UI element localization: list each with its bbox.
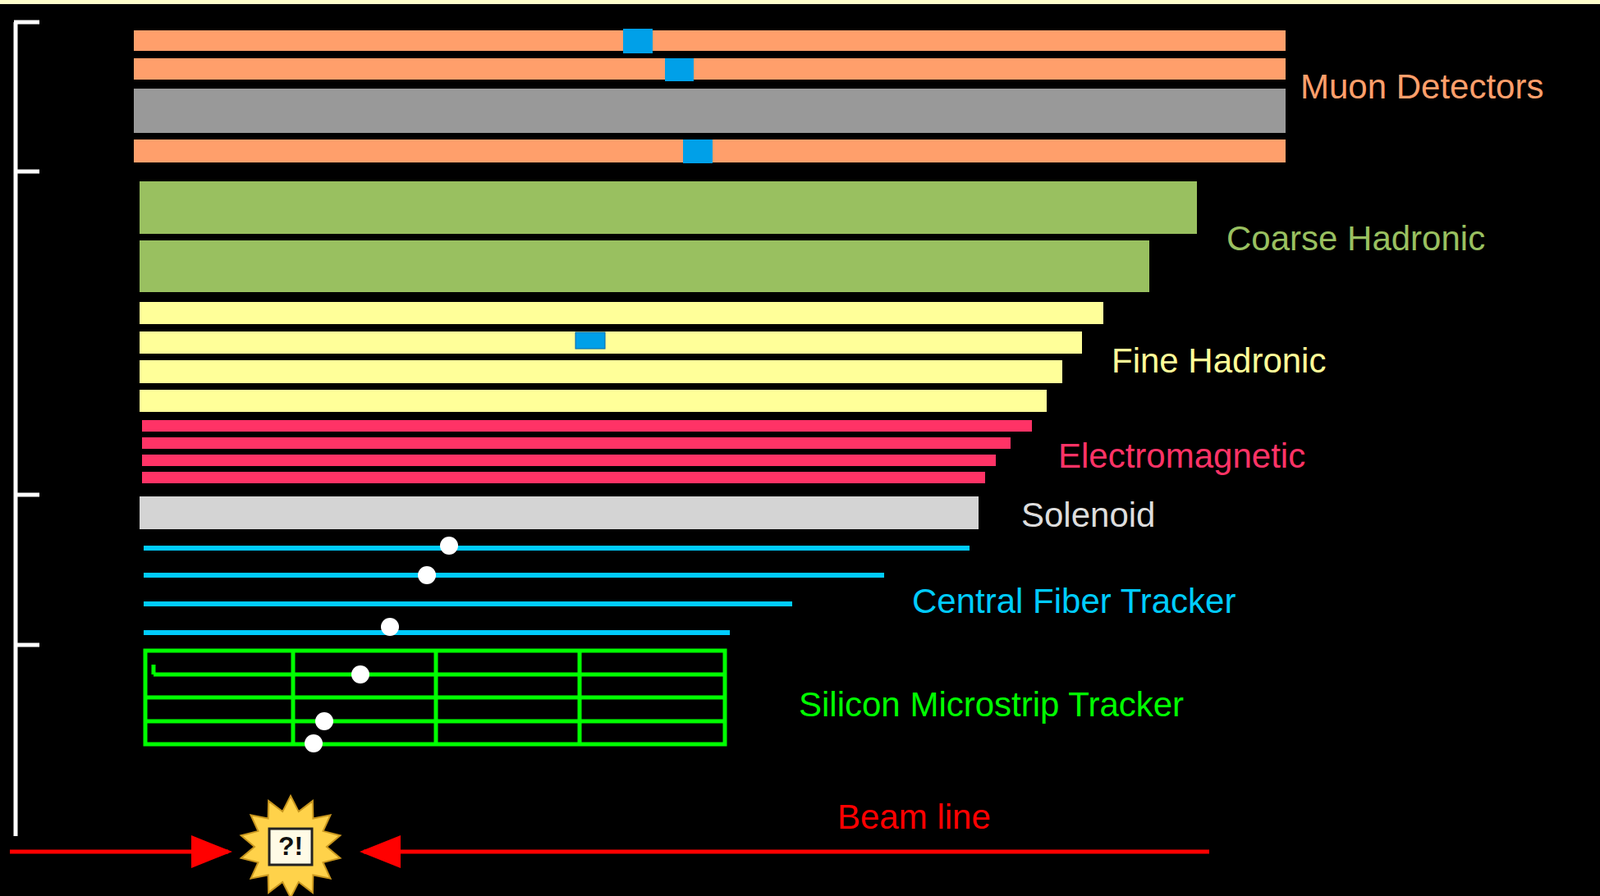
muon-iron (133, 88, 1286, 133)
burst-symbol: ?! (278, 832, 303, 862)
em-layer (142, 454, 996, 467)
section-label: Electromagnetic (1058, 437, 1306, 476)
fiber-layer (143, 601, 793, 607)
section-label: Solenoid (1021, 496, 1156, 535)
fine-hadronic-layer (139, 331, 1082, 354)
track-hit (380, 618, 399, 637)
muon-layer (133, 139, 1286, 163)
section-label: Fine Hadronic (1111, 342, 1326, 381)
track-hit (304, 734, 323, 753)
bracket-line (13, 22, 19, 837)
top-border (0, 0, 1600, 5)
solenoid (139, 496, 979, 530)
silicon-notch (151, 664, 156, 675)
section-bracket (13, 22, 40, 837)
fiber-layer (143, 573, 885, 578)
hit-marker (664, 58, 694, 82)
coarse-hadronic-layer (139, 240, 1150, 293)
em-layer (142, 472, 986, 484)
muon-layer (133, 30, 1286, 51)
track-hit (351, 665, 370, 684)
silicon-divider (577, 651, 583, 745)
bracket-tick (13, 20, 40, 25)
beam-label: Beam line (837, 798, 991, 837)
hit-marker (623, 28, 653, 54)
section-label: Silicon Microstrip Tracker (798, 686, 1184, 725)
track-hit (315, 712, 334, 731)
hit-marker (575, 332, 606, 349)
fine-hadronic-layer (139, 389, 1047, 413)
em-layer (142, 420, 1032, 432)
collision-burst (241, 796, 341, 896)
silicon-tracker (145, 651, 725, 745)
fiber-layer (143, 545, 970, 551)
bracket-tick (13, 493, 40, 498)
silicon-divider (291, 651, 296, 745)
silicon-divider (434, 651, 439, 745)
section-label: Coarse Hadronic (1226, 220, 1486, 258)
bracket-tick (13, 643, 40, 648)
bracket-tick (13, 169, 40, 175)
silicon-frame (145, 651, 725, 745)
section-label: Central Fiber Tracker (912, 582, 1236, 621)
beam-arrow (363, 850, 1210, 855)
fiber-tracker (143, 548, 970, 633)
em-layer (142, 437, 1011, 450)
section-label: Muon Detectors (1300, 68, 1544, 106)
burst-box (269, 829, 312, 866)
fine-hadronic-layer (139, 302, 1104, 325)
silicon-layer (153, 673, 725, 678)
beam-arrow (9, 850, 229, 855)
coarse-hadronic-layer (139, 181, 1197, 234)
fiber-layer (143, 630, 730, 636)
hit-marker (683, 139, 713, 164)
muon-layer (133, 58, 1286, 80)
track-hit (440, 536, 459, 555)
track-hit (417, 566, 436, 585)
fine-hadronic-layer (139, 360, 1063, 384)
